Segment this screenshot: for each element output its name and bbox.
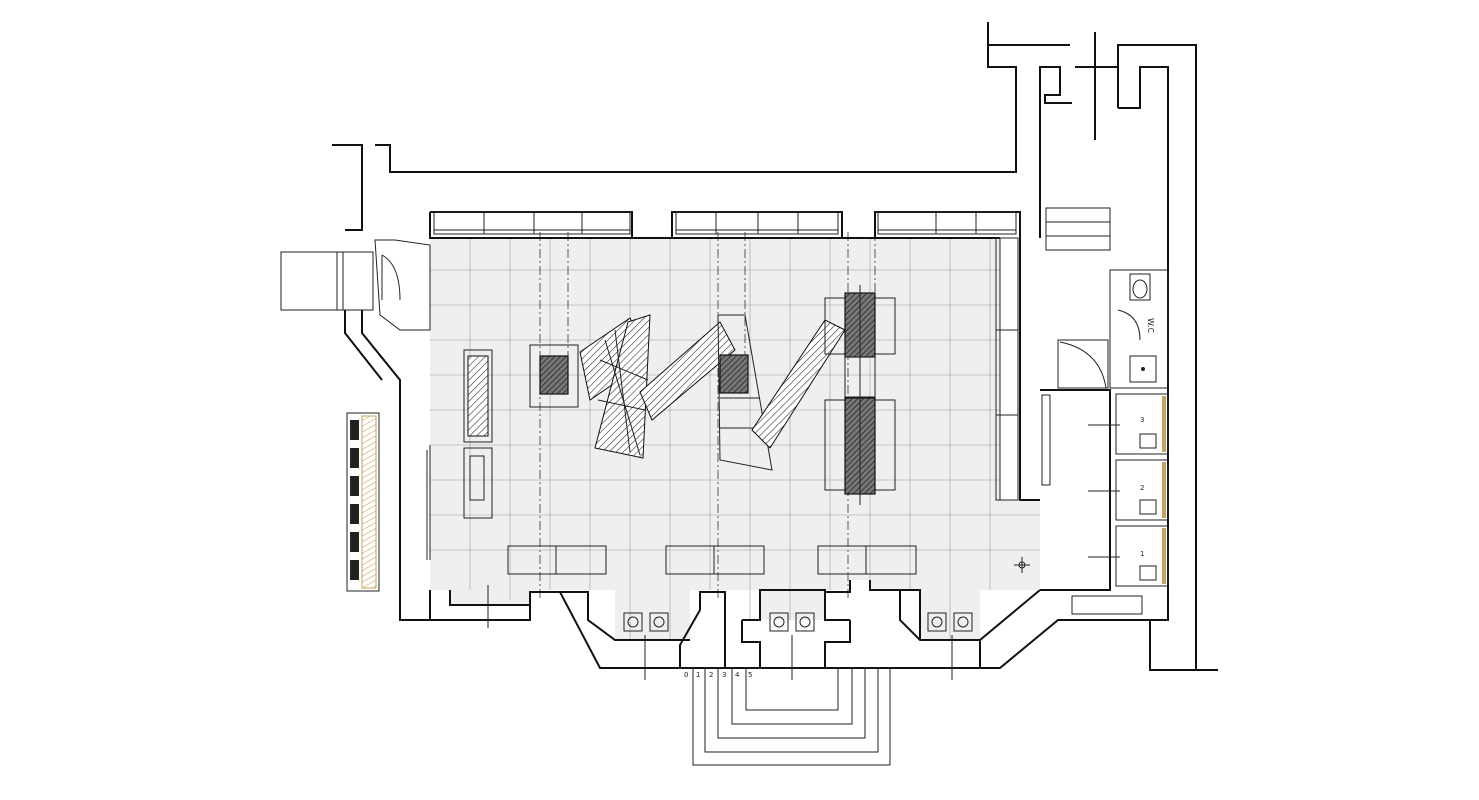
cubicle-number: 1	[1140, 550, 1144, 558]
step-number: 2	[709, 671, 713, 679]
front-counters	[507, 545, 917, 575]
step-number: 0	[684, 671, 688, 679]
cubicle-number: 2	[1140, 484, 1144, 492]
display-rack-1	[529, 314, 736, 459]
main-hall	[430, 232, 1040, 640]
service-wing: W.C	[1041, 207, 1169, 486]
step-number: 4	[735, 671, 740, 679]
outer-walls	[332, 22, 1218, 671]
side-entrance	[280, 239, 431, 331]
exterior-rack	[346, 412, 380, 592]
right-shelving	[995, 237, 1019, 501]
step-number: 3	[722, 671, 726, 679]
display-rack-3	[824, 285, 896, 505]
left-displays	[426, 349, 493, 560]
fitting-rooms: 3 2 1	[1071, 393, 1169, 615]
axis-marks	[487, 557, 1030, 680]
display-rack-2	[717, 314, 846, 471]
cubicle-number: 3	[1140, 416, 1144, 424]
step-number: 1	[696, 671, 700, 679]
step-number: 5	[748, 671, 752, 679]
wc-label: W.C	[1146, 318, 1155, 334]
entrance-steps: 0 1 2 3 4 5	[684, 668, 891, 766]
top-shelving	[433, 211, 1017, 235]
front-facade	[400, 580, 1150, 669]
bay-seats	[623, 612, 973, 632]
